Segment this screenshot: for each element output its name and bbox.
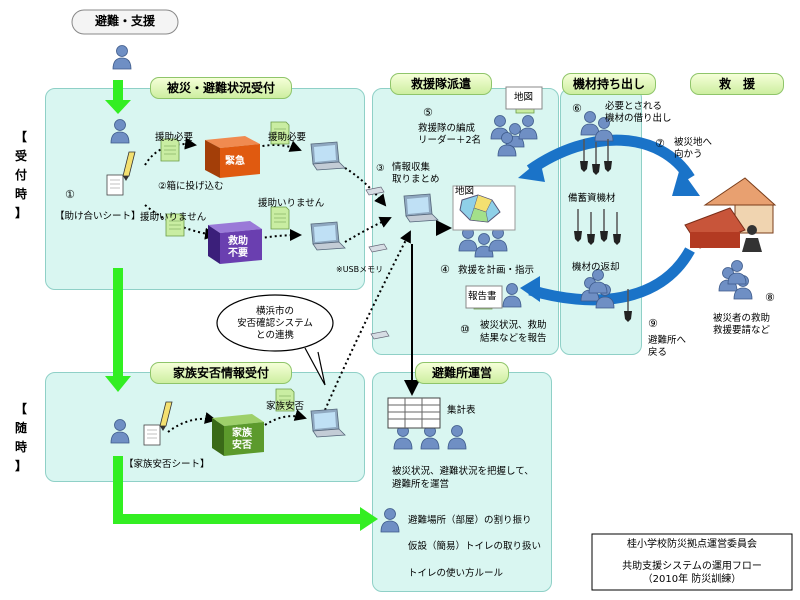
family-sheet-label: 【家族安否シート】 xyxy=(124,459,210,470)
tally-sheet-label: 集計表 xyxy=(447,405,476,416)
help-needed-label-2: 援助必要 xyxy=(268,132,307,143)
team-org-label-2: リーダー＋2名 xyxy=(418,135,482,146)
family-box-label-1: 家族 xyxy=(232,428,252,439)
step-9-number: ⑨ xyxy=(648,317,658,330)
yokohama-label-2: 安否確認システム xyxy=(237,318,313,329)
panel-disaster-reception xyxy=(45,88,365,290)
family-safety-flow-label: 家族安否 xyxy=(266,401,305,412)
yokohama-label-1: 横浜市の xyxy=(255,306,294,317)
family-safety-sheet-icon xyxy=(143,424,161,446)
step-5-number: ⑤ xyxy=(423,106,433,119)
go-to-label-1: 被災地へ xyxy=(674,137,713,148)
person-icon xyxy=(112,45,132,70)
laptop-icon xyxy=(310,408,346,438)
victims-label-2: 救援要請など xyxy=(713,325,771,336)
section-title-equipment: 機材持ち出し xyxy=(562,73,656,95)
step-8-number: ⑧ xyxy=(765,291,775,304)
collapsed-house-icon xyxy=(684,177,777,252)
side-label-anytime: 【随時】 xyxy=(14,402,27,473)
urgent-box-label: 緊急 xyxy=(225,156,245,167)
borrow-label-2: 機材の借り出し xyxy=(605,113,672,124)
start-pill xyxy=(71,9,179,35)
panel-family-safety xyxy=(45,372,365,482)
rescue-not-needed-label-1: 救助 xyxy=(228,236,248,247)
back-to-label-2: 戻る xyxy=(648,347,668,358)
report-label-2: 結果などを報告 xyxy=(480,333,547,344)
usb-icon xyxy=(365,186,385,196)
stockpile-label: 備蓄資機材 xyxy=(568,193,616,204)
yokohama-callout xyxy=(216,294,334,386)
no-help-label-2: 援助いりません xyxy=(258,198,325,209)
laptop-icon xyxy=(310,141,346,171)
person-icon xyxy=(110,419,130,444)
report-form-label: 報告書 xyxy=(468,291,497,302)
room-assign-label: 避難場所（部屋）の割り振り xyxy=(408,515,532,526)
step-7-number: ⑦ xyxy=(655,137,665,150)
team-org-label-1: 救援隊の編成 xyxy=(418,123,476,134)
rescue-not-needed-box xyxy=(208,221,262,264)
step-3-number: ③ xyxy=(376,163,385,174)
laptop-icon xyxy=(310,221,346,251)
section-title-rescue: 救 援 xyxy=(690,73,784,95)
step-4-number: ④ xyxy=(440,263,450,276)
toilet-rules-label: トイレの使い方ルール xyxy=(408,568,504,579)
info-collect-label-2: 取りまとめ xyxy=(392,174,440,185)
family-box-label-2: 安否 xyxy=(232,440,252,451)
drill-year: （2010年 防災訓練） xyxy=(642,574,742,585)
yokohama-label-3: との連携 xyxy=(256,330,294,341)
step-3-label: ③ xyxy=(376,163,385,175)
step-2-label: ②箱に投げ込む xyxy=(158,181,224,192)
section-title-family-safety: 家族安否情報受付 xyxy=(150,362,292,384)
start-label: 避難・支援 xyxy=(94,14,155,28)
committee-name: 桂小学校防災拠点運営委員会 xyxy=(627,539,757,550)
no-help-label-1: 援助いりません xyxy=(140,212,207,223)
laptop-icon xyxy=(403,193,439,223)
step-10-number: ⑩ xyxy=(460,323,470,336)
return-equipment-label: 機材の返却 xyxy=(572,262,620,273)
map-label-1: 地図 xyxy=(514,92,534,103)
map-image xyxy=(452,185,516,231)
green-flow-arrows xyxy=(105,80,378,531)
map-label-2: 地図 xyxy=(455,186,475,197)
section-title-shelter-ops: 避難所運営 xyxy=(415,362,509,384)
side-label-reception: 【受付時】 xyxy=(14,130,27,220)
victims-label-1: 被災者の救助 xyxy=(713,313,771,324)
step-6-number: ⑥ xyxy=(572,102,582,115)
section-title-disaster-reception: 被災・避難状況受付 xyxy=(150,77,292,99)
usb-icon xyxy=(370,330,390,340)
tally-sheet-icon xyxy=(387,397,441,429)
temp-toilet-label: 仮設（簡易）トイレの取り扱い xyxy=(408,541,542,552)
back-to-label-1: 避難所へ xyxy=(648,335,687,346)
borrow-label-1: 必要とされる xyxy=(605,101,663,112)
person-icon xyxy=(110,119,130,144)
urgent-box xyxy=(205,136,260,178)
flow-title: 共助支援システムの運用フロー xyxy=(622,561,762,572)
usb-icon xyxy=(368,243,388,253)
help-needed-label-1: 援助必要 xyxy=(155,132,194,143)
section-title-rescue-dispatch: 救援隊派遣 xyxy=(390,73,492,95)
usb-memory-note: ※USBメモリ xyxy=(336,265,384,274)
mutual-aid-sheet-icon xyxy=(106,174,124,196)
footer-box xyxy=(591,533,793,591)
info-collect-label-1: 情報収集 xyxy=(392,162,431,173)
shelter-desc-label-2: 避難所を運営 xyxy=(392,479,450,490)
mutual-aid-sheet-label: 【助け合いシート】 xyxy=(55,211,141,222)
family-safety-box xyxy=(212,414,264,456)
go-to-label-2: 向かう xyxy=(674,149,703,160)
shelter-desc-label-1: 被災状況、避難状況を把握して、 xyxy=(392,466,534,477)
report-label-1: 被災状況、救助 xyxy=(480,320,547,331)
plan-instruct-label: 救援を計画・指示 xyxy=(458,265,535,276)
rescue-not-needed-label-2: 不要 xyxy=(228,248,248,259)
blue-cycle-arrows xyxy=(526,134,695,306)
step-1-number: ① xyxy=(65,188,75,201)
